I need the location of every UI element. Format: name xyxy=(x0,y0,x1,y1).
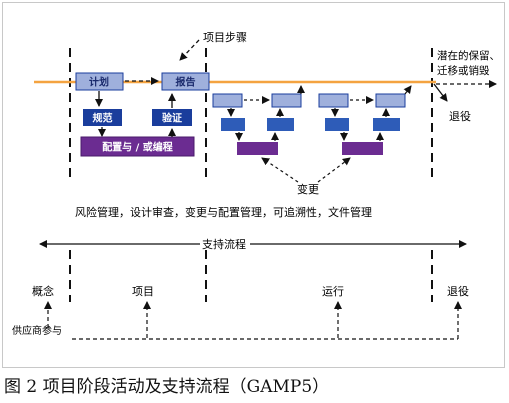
plan-box xyxy=(75,72,124,91)
config-box-label: 配置与 / 或编程 xyxy=(102,141,173,154)
config-box xyxy=(80,136,195,157)
plan-box-label: 计划 xyxy=(89,76,109,89)
change-1-request-box xyxy=(212,93,243,108)
retire-bottom-label: 退役 xyxy=(447,284,469,298)
change-2-verify-box xyxy=(373,118,400,131)
spec-box-label: 规范 xyxy=(93,112,113,125)
gamp5-diagram: 项目步骤 计划 报告 规范 验证 配置与 / 或编程 xyxy=(12,31,500,340)
change-2-spec-box xyxy=(325,118,349,131)
retire-arrow xyxy=(433,83,448,102)
activities-text: 风险管理，设计审查，变更与配置管理，可追溯性，文件管理 xyxy=(75,205,372,219)
spec-box xyxy=(83,109,122,126)
change-2-report-box xyxy=(375,93,406,108)
change-label: 变更 xyxy=(297,182,319,196)
figure-caption: 图 2 项目阶段活动及支持流程（GAMP5） xyxy=(4,377,330,397)
project-steps-arrow xyxy=(179,39,200,61)
change-1-report-box xyxy=(271,93,302,108)
change-cluster-2 xyxy=(318,85,412,155)
project-label: 项目 xyxy=(132,285,154,298)
operation-label: 运行 xyxy=(322,285,344,298)
change-1-verify-box xyxy=(267,118,294,131)
verify-box xyxy=(152,109,192,126)
change-pointer-2 xyxy=(317,157,351,183)
diagram-frame xyxy=(2,2,505,368)
supplier-label: 供应商参与 xyxy=(12,324,62,337)
potential-label-1: 潜在的保留、 xyxy=(437,49,500,62)
change-cluster-1 xyxy=(212,85,305,155)
change-2-up-arrow xyxy=(403,85,412,95)
report-box-label: 报告 xyxy=(176,76,196,89)
project-steps-label: 项目步骤 xyxy=(203,31,247,44)
concept-label: 概念 xyxy=(32,284,54,298)
retire-top-label: 退役 xyxy=(449,109,471,123)
change-2-request-box xyxy=(318,93,349,108)
verify-box-label: 验证 xyxy=(162,112,182,125)
report-box xyxy=(161,72,210,91)
change-1-config-box xyxy=(237,142,278,155)
potential-label-2: 迁移或销毁 xyxy=(437,64,490,77)
support-label: 支持流程 xyxy=(202,237,246,251)
change-2-config-box xyxy=(342,142,383,155)
change-1-spec-box xyxy=(221,118,245,131)
change-pointer-1 xyxy=(261,157,299,183)
